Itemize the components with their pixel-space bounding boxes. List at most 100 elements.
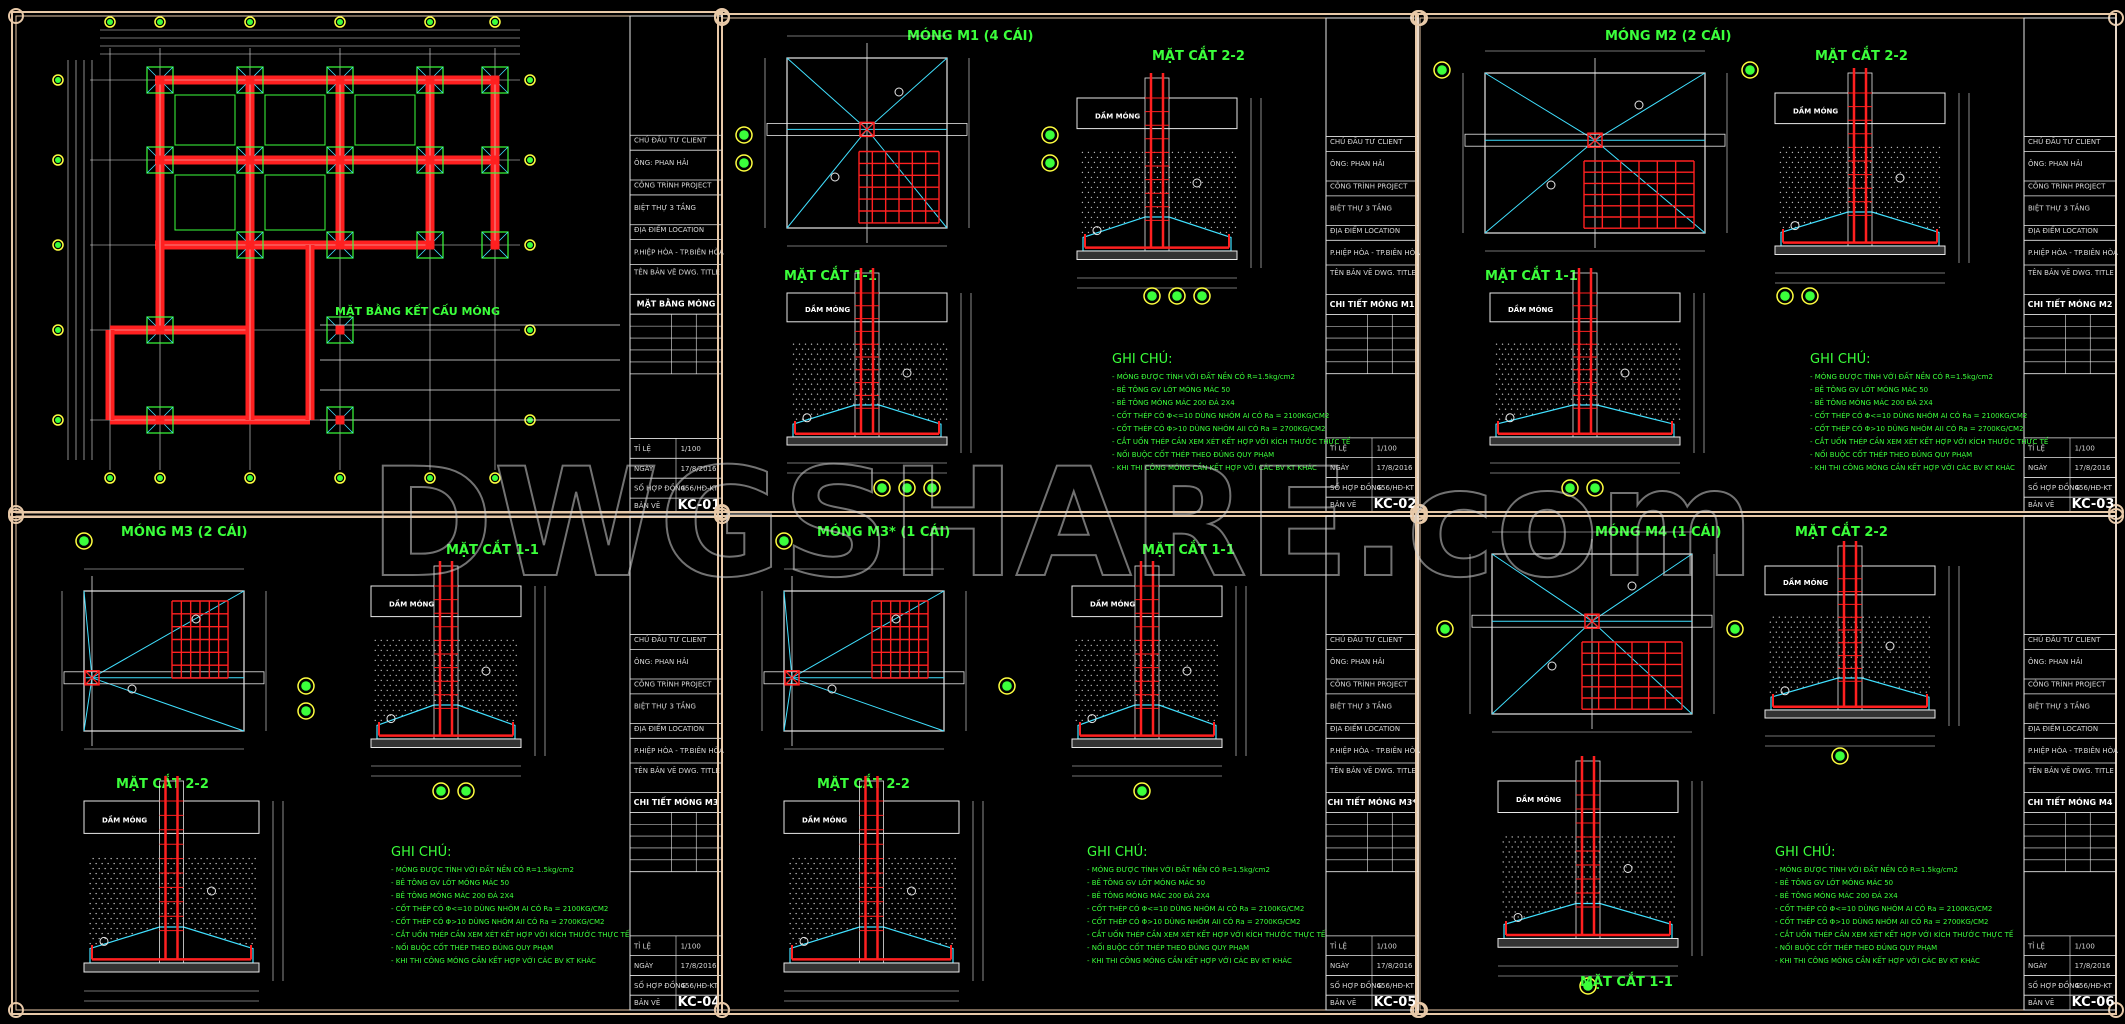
date-value: 17/8/2016 <box>1377 464 1413 472</box>
scale-value: 1/100 <box>2075 444 2095 452</box>
location-name: P.HIỆP HÒA - TP.BIÊN HÒA <box>2028 248 2118 257</box>
date-value: 17/8/2016 <box>681 465 717 473</box>
notes: GHI CHÚ:- MÓNG ĐƯỢC TÍNH VỚI ĐẤT NỀN CÓ … <box>1112 351 1351 472</box>
footing-section: DẦM MÓNG <box>1072 561 1246 776</box>
project-name: BIỆT THỰ 3 TẦNG <box>1330 203 1392 213</box>
footing-section: DẦM MÓNG <box>1775 68 1969 283</box>
note-line: - NỐI BUỘC CỐT THÉP THEO ĐÚNG QUY PHẠM <box>391 942 553 952</box>
grid-bubble <box>105 473 115 483</box>
client-name: ÔNG: PHAN HẢI <box>2028 657 2083 666</box>
section-title: MẶT CẮT 2-2 <box>1152 47 1245 64</box>
scale-label: TỈ LỆ <box>633 941 651 950</box>
drawing-title: CHI TIẾT MÓNG M3* <box>1328 795 1418 807</box>
client-label: CHỦ ĐẦU TƯ CLIENT <box>2028 136 2101 146</box>
location-label: ĐỊA ĐIỂM LOCATION <box>634 224 704 234</box>
note-line: - BÊ TÔNG MÓNG MÁC 200 ĐÁ 2X4 <box>1112 398 1235 407</box>
grid-bubble <box>76 533 92 549</box>
note-line: - CẮT UỐN THÉP CẦN XEM XÉT KẾT HỢP VỚI K… <box>1775 929 2014 939</box>
note-line: - KHI THI CÔNG MÓNG CẦN KẾT HỢP VỚI CÁC … <box>1112 462 1317 472</box>
grid-bubble <box>1042 155 1058 171</box>
note-line: - CẮT UỐN THÉP CẦN XEM XÉT KẾT HỢP VỚI K… <box>1810 436 2049 446</box>
grid-bubble <box>53 325 63 335</box>
notes-title: GHI CHÚ: <box>1087 844 1148 860</box>
footing-outline <box>84 591 244 731</box>
note-line: - BÊ TÔNG MÓNG MÁC 200 ĐÁ 2X4 <box>1775 891 1898 900</box>
scale-value: 1/100 <box>1377 444 1397 452</box>
location-name: P.HIỆP HÒA - TP.BIÊN HÒA <box>634 248 724 257</box>
notes: GHI CHÚ:- MÓNG ĐƯỢC TÍNH VỚI ĐẤT NỀN CÓ … <box>391 844 630 965</box>
footing-body <box>90 927 253 963</box>
grid-bubble <box>335 473 345 483</box>
beam-label: DẦM MÓNG <box>802 815 847 825</box>
client-label: CHỦ ĐẦU TƯ CLIENT <box>1330 634 1403 644</box>
section-title: MẶT CẮT 2-2 <box>817 775 910 792</box>
footing-section: DẦM MÓNG <box>784 776 983 1001</box>
rebar-mesh <box>872 601 928 678</box>
footing-outline <box>784 591 944 731</box>
notes: GHI CHÚ:- MÓNG ĐƯỢC TÍNH VỚI ĐẤT NỀN CÓ … <box>1087 844 1326 965</box>
contract-value: 456/HĐ-KT <box>2075 982 2113 990</box>
grid-bubble <box>433 783 449 799</box>
date-label: NGÀY <box>2028 961 2048 970</box>
footing-body <box>377 705 515 739</box>
note-line: - CỐT THÉP CÓ Φ<=10 DÙNG NHÓM AI CÓ Ra =… <box>1775 903 1992 913</box>
note-line: - BÊ TÔNG GV LÓT MÓNG MÁC 50 <box>1775 878 1893 887</box>
date-label: NGÀY <box>1330 961 1350 970</box>
note-line: - CỐT THÉP CÓ Φ<=10 DÙNG NHÓM AI CÓ Ra =… <box>1810 410 2027 420</box>
contract-label: SỐ HỢP ĐỒNG <box>1330 482 1382 492</box>
section-title: MẶT CẮT 1-1 <box>1142 541 1235 558</box>
note-line: - CỐT THÉP CÓ Φ>10 DÙNG NHÓM AII CÓ Ra =… <box>1112 423 1326 433</box>
sheet-code: KC-06 <box>2072 995 2115 1010</box>
beam-label: DẦM MÓNG <box>1508 304 1553 314</box>
note-line: - CỐT THÉP CÓ Φ<=10 DÙNG NHÓM AI CÓ Ra =… <box>1112 410 1329 420</box>
footing-section: DẦM MÓNG <box>1490 268 1704 473</box>
lean-concrete <box>1775 246 1945 255</box>
note-line: - BÊ TÔNG GV LÓT MÓNG MÁC 50 <box>391 878 509 887</box>
location-label: ĐỊA ĐIỂM LOCATION <box>2028 723 2098 733</box>
note-line: - BÊ TÔNG GV LÓT MÓNG MÁC 50 <box>1087 878 1205 887</box>
note-line: - MÓNG ĐƯỢC TÍNH VỚI ĐẤT NỀN CÓ R=1.5kg/… <box>1810 371 1993 381</box>
note-line: - BÊ TÔNG MÓNG MÁC 200 ĐÁ 2X4 <box>1087 891 1210 900</box>
note-line: - KHI THI CÔNG MÓNG CẦN KẾT HỢP VỚI CÁC … <box>1087 955 1292 965</box>
lean-concrete <box>371 739 521 748</box>
client-name: ÔNG: PHAN HẢI <box>2028 159 2083 168</box>
client-name: ÔNG: PHAN HẢI <box>634 158 689 167</box>
grid-bubble <box>924 480 940 496</box>
note-line: - MÓNG ĐƯỢC TÍNH VỚI ĐẤT NỀN CÓ R=1.5kg/… <box>391 864 574 874</box>
beam-label: DẦM MÓNG <box>1783 577 1828 587</box>
beam-label: DẦM MÓNG <box>1793 105 1838 115</box>
note-line: - NỐI BUỘC CỐT THÉP THEO ĐÚNG QUY PHẠM <box>1112 449 1274 459</box>
grid-bubble <box>1587 480 1603 496</box>
scale-label: TỈ LỆ <box>633 444 651 453</box>
location-label: ĐỊA ĐIỂM LOCATION <box>1330 225 1400 235</box>
drawing-title: CHI TIẾT MÓNG M4 <box>2028 795 2113 807</box>
location-label: ĐỊA ĐIỂM LOCATION <box>1330 723 1400 733</box>
drawing-title: MẶT BẰNG MÓNG <box>637 297 716 309</box>
lean-concrete <box>1072 739 1222 748</box>
foundation-plan: MẶT BẰNG KẾT CẤU MÓNG <box>53 17 620 483</box>
client-label: CHỦ ĐẦU TƯ CLIENT <box>1330 136 1403 146</box>
grid-bubble <box>155 17 165 27</box>
section-title: MẶT CẮT 1-1 <box>784 267 877 284</box>
note-line: - CỐT THÉP CÓ Φ>10 DÙNG NHÓM AII CÓ Ra =… <box>1087 916 1301 926</box>
grid-bubble <box>1134 783 1150 799</box>
footing-section: DẦM MÓNG <box>1498 756 1702 976</box>
grid-bubble <box>899 480 915 496</box>
location-name: P.HIỆP HÒA - TP.BIÊN HÒA <box>1330 248 1420 257</box>
grid-bubble <box>1194 288 1210 304</box>
date-label: NGÀY <box>1330 463 1350 472</box>
project-label: CÔNG TRÌNH PROJECT <box>2028 181 2106 190</box>
grid-bubble <box>490 473 500 483</box>
drawing-title: CHI TIẾT MÓNG M1 <box>1330 297 1415 309</box>
grid-bubble <box>425 473 435 483</box>
project-name: BIỆT THỰ 3 TẦNG <box>634 202 696 212</box>
grid-bubble <box>525 240 535 250</box>
scale-value: 1/100 <box>681 942 701 950</box>
sheet-border <box>12 12 722 517</box>
date-value: 17/8/2016 <box>681 962 717 970</box>
contract-label: SỐ HỢP ĐỒNG <box>2028 980 2080 990</box>
client-label: CHỦ ĐẦU TƯ CLIENT <box>634 634 707 644</box>
grid-bubble <box>245 473 255 483</box>
